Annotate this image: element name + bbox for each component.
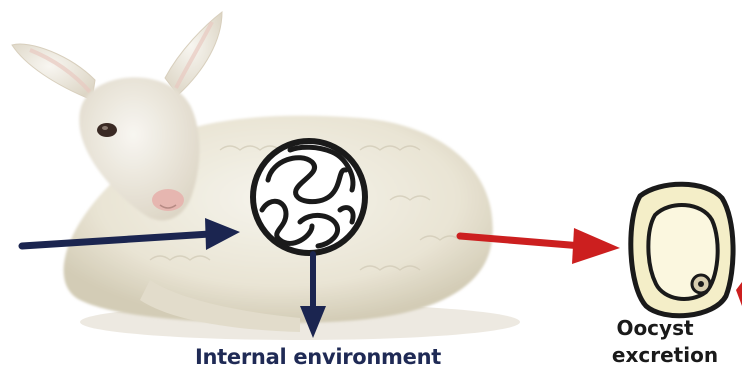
lamb-eye [97,123,117,137]
oocyst-label: Oocyst [610,318,700,338]
oocyst-icon [631,184,733,315]
lamb-ear-left [12,44,95,100]
internal-environment-label: Internal environment [168,347,468,368]
excretion-label: excretion [610,345,720,365]
intestine-icon [253,141,365,253]
excretion-arrow-2 [736,282,742,306]
